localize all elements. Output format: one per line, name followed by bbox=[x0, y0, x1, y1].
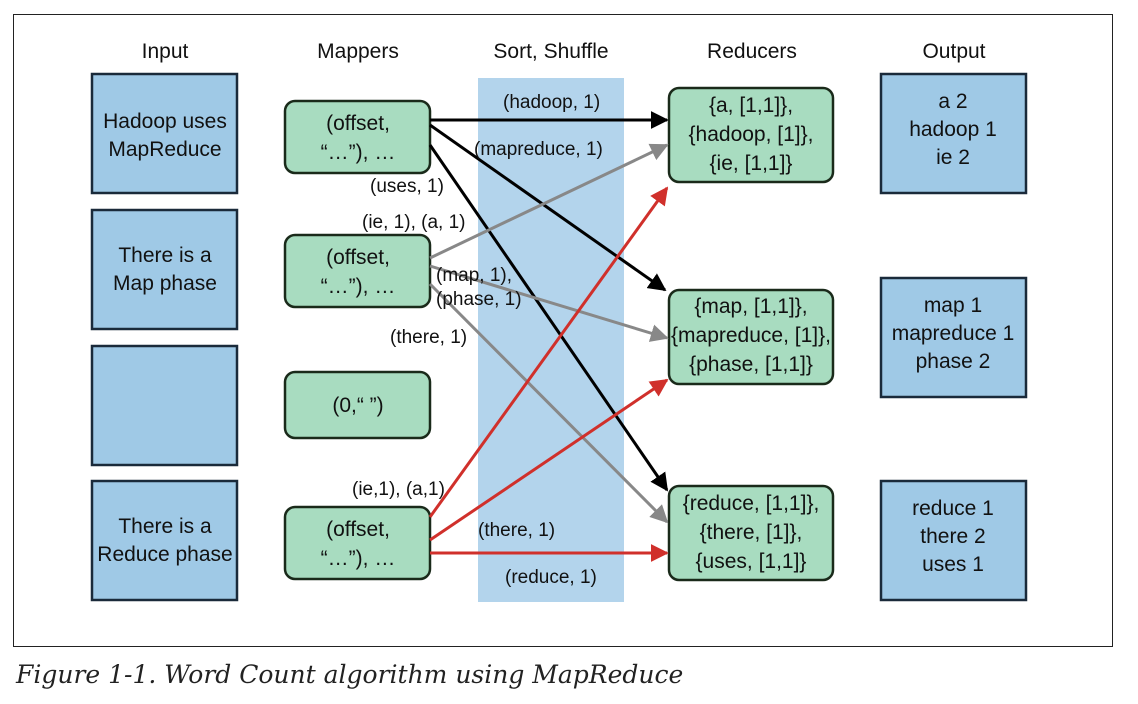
arrow-gray bbox=[429, 143, 669, 260]
edge-label: (hadoop, 1) bbox=[503, 92, 600, 113]
output-box-2: map 1 mapreduce 1 phase 2 bbox=[879, 276, 1028, 399]
output-box-3: reduce 1 there 2 uses 1 bbox=[879, 479, 1028, 602]
arrow-black bbox=[429, 123, 667, 292]
mapper-text: (offset, bbox=[326, 246, 390, 269]
input-text: Hadoop uses bbox=[103, 110, 227, 133]
output-text: phase 2 bbox=[916, 350, 991, 373]
reducer-text: {phase, [1,1]} bbox=[689, 353, 813, 376]
mapper-box-1: (offset, “…”), … bbox=[283, 99, 432, 175]
input-text: MapReduce bbox=[108, 138, 221, 161]
arrow-red bbox=[429, 378, 669, 542]
edge-label: (ie,1), (a,1) bbox=[352, 479, 445, 500]
edge-label: (there, 1) bbox=[478, 520, 555, 541]
edge-label: (uses, 1) bbox=[370, 176, 444, 197]
mapper-box-3: (0,“ ”) bbox=[283, 370, 432, 440]
output-text: map 1 bbox=[924, 294, 982, 317]
arrow-red bbox=[428, 186, 669, 518]
header-input: Input bbox=[142, 40, 189, 63]
mapper-text: “…”), … bbox=[321, 547, 396, 570]
input-text: There is a bbox=[118, 515, 212, 538]
mapper-text: (0,“ ”) bbox=[332, 394, 383, 417]
header-sort-shuffle: Sort, Shuffle bbox=[493, 40, 608, 63]
mapper-box-4: (offset, “…”), … bbox=[283, 505, 432, 581]
input-text: There is a bbox=[118, 244, 212, 267]
reducer-text: {ie, [1,1]} bbox=[710, 152, 793, 175]
output-text: a 2 bbox=[938, 90, 967, 113]
input-box-3 bbox=[90, 344, 239, 467]
figure-caption: Figure 1-1. Word Count algorithm using M… bbox=[16, 660, 684, 689]
reducer-text: {uses, [1,1]} bbox=[696, 550, 807, 573]
reducer-text: {reduce, [1,1]}, bbox=[683, 492, 820, 515]
reducer-text: {mapreduce, [1]}, bbox=[671, 324, 831, 347]
header-mappers: Mappers bbox=[317, 40, 399, 63]
header-output: Output bbox=[922, 40, 985, 63]
mapper-text: “…”), … bbox=[321, 275, 396, 298]
input-box-4: There is a Reduce phase bbox=[90, 479, 239, 602]
output-box-1: a 2 hadoop 1 ie 2 bbox=[879, 72, 1028, 195]
input-box-1: Hadoop uses MapReduce bbox=[90, 72, 239, 195]
input-text: Reduce phase bbox=[97, 543, 232, 566]
mapper-text: “…”), … bbox=[321, 141, 396, 164]
edge-label: (map, 1), bbox=[436, 265, 512, 286]
output-text: uses 1 bbox=[922, 553, 984, 576]
input-text: Map phase bbox=[113, 272, 217, 295]
reducer-text: {there, [1]}, bbox=[700, 521, 803, 544]
output-text: hadoop 1 bbox=[909, 118, 997, 141]
arrow-gray bbox=[429, 264, 669, 342]
reducer-text: {map, [1,1]}, bbox=[694, 295, 807, 318]
arrow-gray bbox=[428, 282, 669, 524]
reducer-box-1: {a, [1,1]}, {hadoop, [1]}, {ie, [1,1]} bbox=[667, 86, 835, 184]
reducer-text: {hadoop, [1]}, bbox=[689, 123, 814, 146]
output-text: there 2 bbox=[920, 525, 985, 548]
edge-label: (ie, 1), (a, 1) bbox=[362, 212, 465, 233]
reducer-text: {a, [1,1]}, bbox=[709, 94, 793, 117]
header-reducers: Reducers bbox=[707, 40, 797, 63]
edge-label: (reduce, 1) bbox=[505, 567, 597, 588]
output-text: reduce 1 bbox=[912, 497, 994, 520]
output-text: mapreduce 1 bbox=[892, 322, 1015, 345]
output-text: ie 2 bbox=[936, 146, 970, 169]
mapper-text: (offset, bbox=[326, 112, 390, 135]
shuffle-band bbox=[478, 78, 624, 602]
arrow-black bbox=[428, 144, 669, 492]
edge-label: (mapreduce, 1) bbox=[474, 139, 603, 160]
reducer-box-2: {map, [1,1]}, {mapreduce, [1]}, {phase, … bbox=[667, 288, 835, 386]
input-box-2: There is a Map phase bbox=[90, 208, 239, 331]
edge-label: (phase, 1) bbox=[436, 289, 522, 310]
reducer-box-3: {reduce, [1,1]}, {there, [1]}, {uses, [1… bbox=[667, 484, 835, 582]
edge-label: (there, 1) bbox=[390, 327, 467, 348]
mapper-box-2: (offset, “…”), … bbox=[283, 233, 432, 309]
mapper-text: (offset, bbox=[326, 518, 390, 541]
